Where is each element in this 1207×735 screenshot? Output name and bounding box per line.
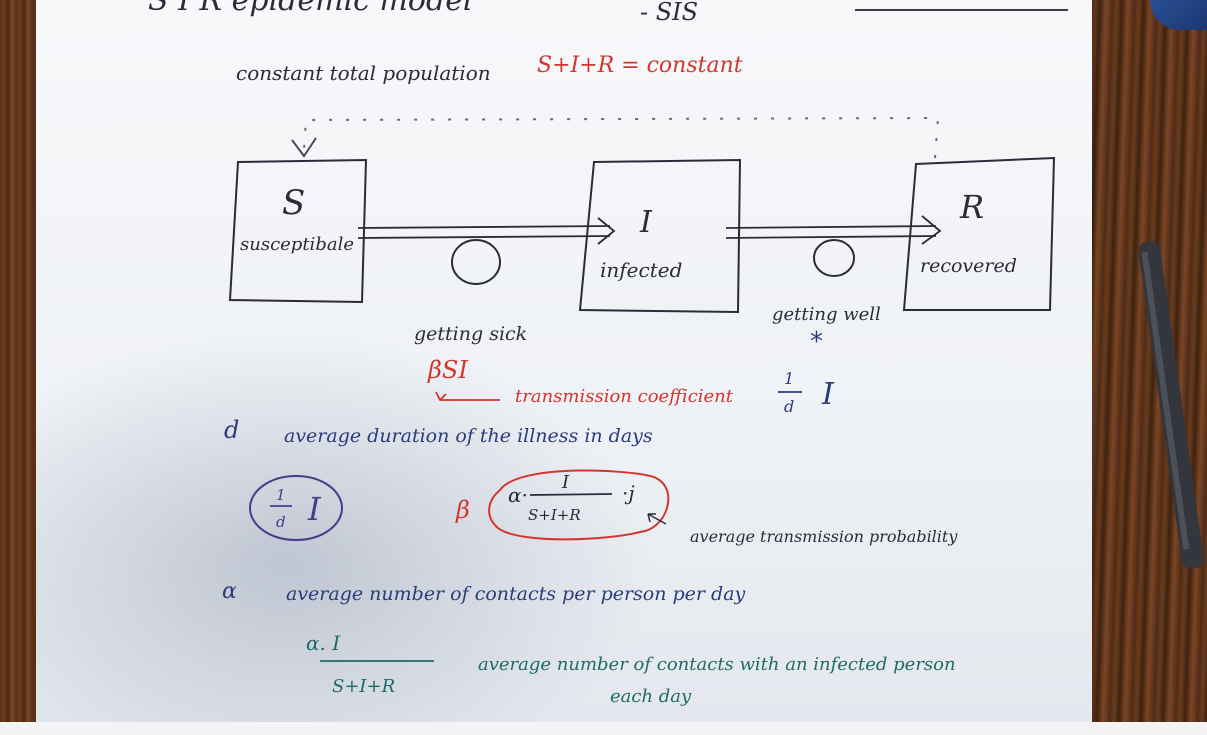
- contacts-fraction: α. I S+I+R: [306, 631, 434, 697]
- d-definition: average duration of the illness in days: [284, 425, 653, 447]
- box-i-letter: I: [639, 205, 653, 240]
- svg-text:d: d: [784, 397, 794, 416]
- svg-text:β: β: [455, 496, 470, 524]
- box-r-letter: R: [959, 188, 984, 226]
- contacts-infected-line1: average number of contacts with an infec…: [478, 654, 956, 675]
- d-symbol: d: [224, 416, 239, 444]
- arrow-s-to-i: [357, 217, 616, 285]
- getting-well-label: getting well: [772, 304, 881, 325]
- circled-one-over-d-i: 1 d I: [249, 475, 343, 541]
- box-recovered: R recovered: [902, 156, 1056, 311]
- beta-si: βSI: [427, 356, 468, 384]
- beta-expression: β α· I S+I+R ·j: [455, 469, 670, 541]
- svg-text:·j: ·j: [622, 481, 635, 505]
- pen: [1138, 241, 1204, 569]
- one-over-d-i: 1 d I: [778, 369, 835, 416]
- population-formula: S+I+R = constant: [537, 53, 743, 78]
- hand-shadow: [36, 330, 656, 722]
- star-mark: *: [810, 327, 823, 357]
- transmission-coefficient-label: transmission coefficient: [515, 386, 734, 407]
- svg-text:1: 1: [784, 369, 794, 388]
- box-infected: I infected: [578, 158, 742, 314]
- svg-text:S+I+R: S+I+R: [332, 676, 395, 697]
- population-text: constant total population: [236, 61, 491, 85]
- bottom-bar: [0, 722, 1207, 735]
- box-r-label: recovered: [920, 255, 1017, 277]
- svg-text:I: I: [561, 472, 570, 493]
- avg-transmission-probability: average transmission probability: [690, 527, 958, 546]
- svg-text:S+I+R: S+I+R: [528, 506, 581, 524]
- header-title: S I R epidemic model: [148, 0, 473, 18]
- box-s-label: susceptibale: [240, 234, 354, 255]
- box-susceptible: S susceptibale: [228, 158, 368, 304]
- header-model-suffix: - SIS: [640, 0, 698, 26]
- alpha-symbol: α: [222, 579, 237, 604]
- svg-text:I: I: [821, 377, 835, 412]
- svg-text:α. I: α. I: [306, 631, 341, 655]
- box-i-label: infected: [600, 258, 682, 282]
- svg-text:1: 1: [276, 486, 286, 504]
- svg-text:I: I: [307, 490, 322, 528]
- svg-text:α·: α·: [508, 483, 528, 507]
- box-s-letter: S: [282, 183, 305, 223]
- contacts-infected-line2: each day: [610, 686, 692, 707]
- arrow-i-to-r: [725, 215, 942, 277]
- transmission-arrow: [435, 391, 500, 401]
- alpha-definition: average number of contacts per person pe…: [286, 583, 746, 605]
- getting-sick-label: getting sick: [414, 323, 527, 345]
- paper-sheet: [36, 0, 1092, 722]
- feedback-arrow: [291, 116, 940, 159]
- svg-text:d: d: [276, 513, 286, 531]
